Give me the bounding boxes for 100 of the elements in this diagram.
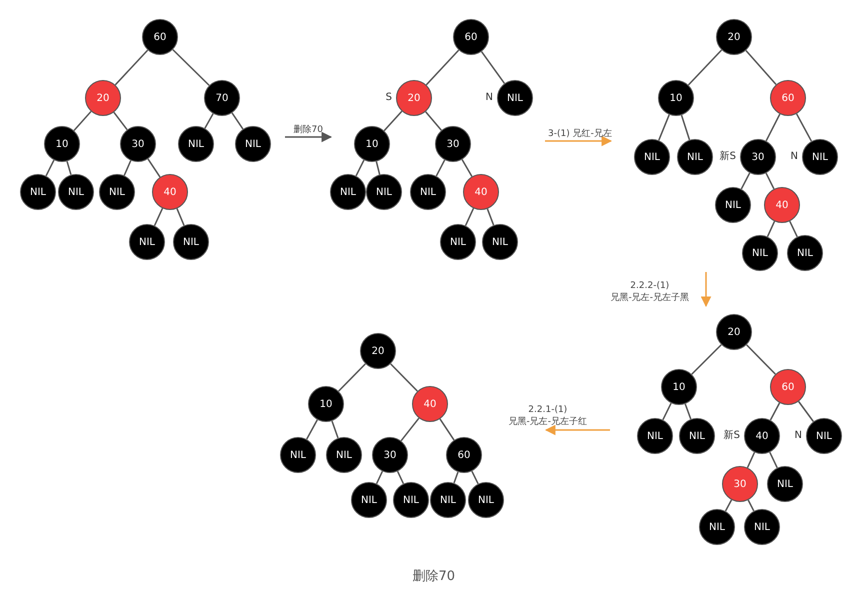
tree-node-circle: NIL (806, 418, 842, 454)
tree-node-circle: NIL (430, 482, 466, 518)
tree-node-circle: 60 (453, 19, 489, 55)
tree-node-circle: 60 (770, 369, 806, 405)
tree-edge (436, 160, 446, 176)
tree-node-circle: NIL (326, 437, 362, 473)
tree-edge (172, 49, 210, 86)
tree-edge (114, 50, 148, 86)
step-label: 2.2.1-(1) 兄黑-兄左-兄左子红 (508, 404, 587, 428)
tree-node-circle: 40 (744, 418, 780, 454)
tree-edge (338, 363, 366, 392)
tree-edge (176, 208, 185, 226)
step-label: 删除70 (294, 124, 323, 136)
tree-edge (124, 160, 132, 176)
tree-edge (789, 220, 798, 238)
tree-node-circle: 10 (354, 126, 390, 162)
tree-node-circle: 30 (372, 437, 408, 473)
tree-edge (766, 114, 780, 142)
tree-edge (471, 470, 479, 484)
tree-node-circle: NIL (699, 509, 735, 545)
tree-node-circle: NIL (280, 437, 316, 473)
tree-node-circle: NIL (351, 482, 387, 518)
tree-edge (73, 110, 92, 132)
tree-node-circle: NIL (482, 224, 518, 260)
tree-node-circle: NIL (715, 187, 751, 223)
tree-edge (658, 114, 670, 141)
tree-edge (769, 452, 778, 468)
tree-node-circle: NIL (468, 482, 504, 518)
tree-edge (204, 113, 214, 129)
tree-edge (426, 50, 460, 86)
tree-edge (113, 112, 128, 130)
tree-edge (461, 159, 473, 177)
tree-edge (691, 344, 722, 375)
tree-node-circle: NIL (173, 224, 209, 260)
tree-node-circle: 40 (152, 174, 188, 210)
tree-node-circle: 40 (412, 386, 448, 422)
tree-edge (724, 500, 732, 512)
tree-edge (740, 172, 750, 190)
tree-node-circle: NIL (178, 126, 214, 162)
tree-node-circle: 40 (463, 174, 499, 210)
tree-node-circle: 60 (142, 19, 178, 55)
tree-edge (684, 404, 692, 420)
tree-edge (231, 112, 244, 130)
tree-edge (384, 110, 402, 132)
tree-node-circle: NIL (440, 224, 476, 260)
tree-node-circle: NIL (129, 224, 165, 260)
node-marker-label: N (794, 430, 802, 442)
tree-edge (306, 419, 318, 440)
tree-edge (45, 160, 55, 176)
tree-edge (480, 51, 506, 84)
step-label: 3-(1) 兄红-兄左 (548, 128, 612, 140)
tree-node-circle: NIL (677, 139, 713, 175)
tree-node-circle: 30 (435, 126, 471, 162)
node-marker-label: 新S (720, 151, 736, 163)
tree-node-circle: 10 (44, 126, 80, 162)
node-marker-label: N (790, 151, 798, 163)
tree-node-circle: 30 (120, 126, 156, 162)
tree-node-circle: NIL (393, 482, 429, 518)
tree-node-circle: 20 (716, 19, 752, 55)
tree-edge (745, 50, 777, 86)
tree-node-circle: 20 (85, 80, 121, 116)
tree-edge (154, 208, 164, 226)
tree-node-circle: 60 (770, 80, 806, 116)
tree-edge (453, 472, 459, 484)
tree-edge (376, 161, 380, 175)
tree-node-circle: NIL (235, 126, 271, 162)
tree-node-circle: NIL (742, 235, 778, 271)
tree-edge (746, 344, 776, 375)
tree-node-circle: 20 (396, 80, 432, 116)
tree-node-circle: 10 (658, 80, 694, 116)
tree-edge (390, 363, 418, 392)
tree-node-circle: NIL (767, 466, 803, 502)
tree-edge (688, 50, 722, 86)
tree-edge (486, 208, 494, 226)
tree-node-circle: NIL (410, 174, 446, 210)
tree-node-circle: 60 (446, 437, 482, 473)
tree-node-circle: NIL (634, 139, 670, 175)
tree-edge (770, 402, 780, 420)
tree-edge (66, 161, 72, 175)
tree-node-circle: NIL (58, 174, 94, 210)
tree-node-circle: NIL (744, 509, 780, 545)
tree-node-circle: NIL (497, 80, 533, 116)
tree-node-circle: 10 (308, 386, 344, 422)
tree-node-circle: 20 (360, 333, 396, 369)
tree-node-circle: NIL (366, 174, 402, 210)
tree-edge (355, 160, 365, 176)
tree-edge (748, 500, 754, 512)
node-marker-label: 新S (724, 430, 740, 442)
tree-edge (439, 418, 455, 440)
tree-node-circle: 30 (740, 139, 776, 175)
tree-node-circle: 70 (204, 80, 240, 116)
tree-node-circle: 10 (661, 369, 697, 405)
tree-edge (680, 114, 690, 140)
tree-edge (147, 158, 161, 178)
tree-edge (464, 208, 474, 226)
node-marker-label: N (486, 92, 493, 104)
tree-edge (796, 113, 812, 142)
tree-node-circle: NIL (679, 418, 715, 454)
node-marker-label: S (386, 92, 392, 104)
tree-node-circle: NIL (637, 418, 673, 454)
